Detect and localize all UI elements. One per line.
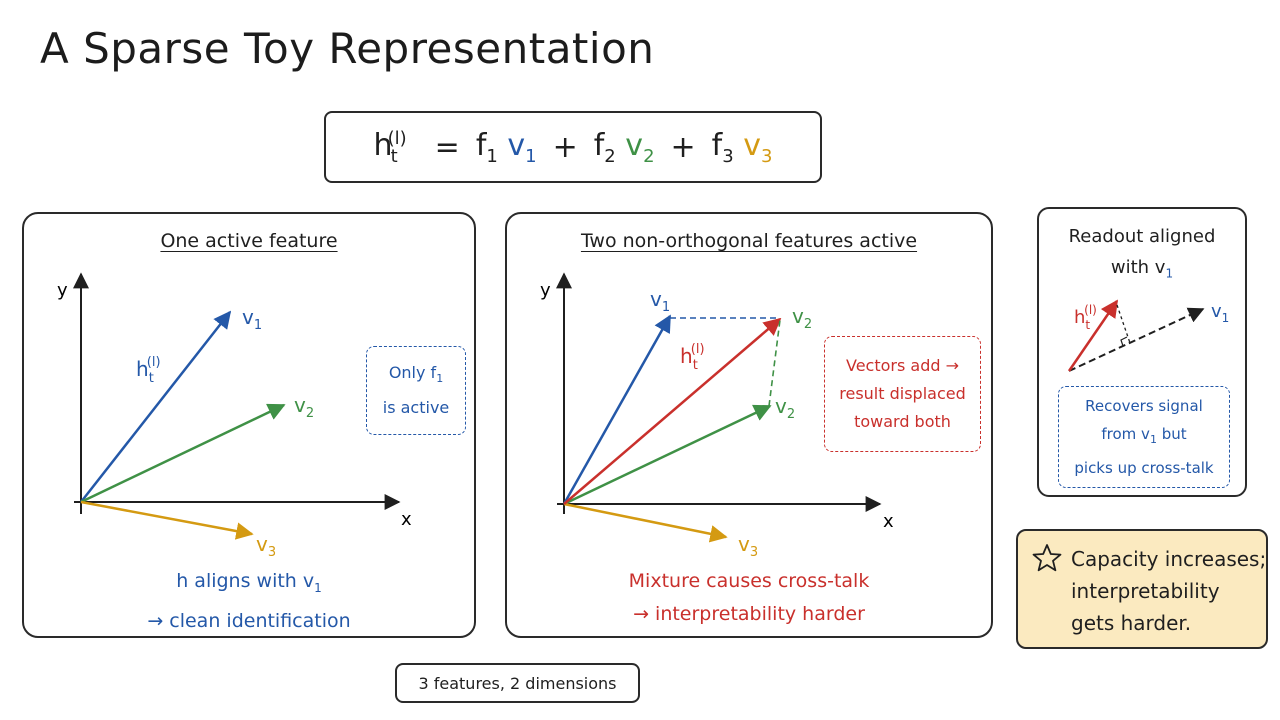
right-angle-mark: [1120, 336, 1128, 347]
label-v2: v2: [294, 393, 314, 421]
panel-one-note: Only f1 is active: [366, 346, 466, 435]
panel-one-title: One active feature: [160, 230, 338, 252]
label-v2: v2: [775, 394, 795, 422]
footer-label: 3 features, 2 dimensions: [395, 663, 640, 703]
panel-two-note: Vectors add → result displaced toward bo…: [824, 336, 981, 452]
panel-one-caption-line1: h aligns with v1: [176, 570, 322, 595]
panel-readout-note-line2: from v1 but: [1101, 425, 1187, 446]
equation-box: ht(l) = f1 v1 + f2 v2 + f3 v3: [324, 111, 822, 183]
panel-readout-note: Recovers signal from v1 but picks up cro…: [1058, 386, 1230, 488]
x-axis-label: x: [401, 509, 412, 530]
vector-v2: [80, 403, 286, 504]
vector-v1: [80, 310, 232, 503]
panel-one-diagram: y x v1 v2 v3 ht(l): [57, 272, 412, 560]
panel-one-note-line1: Only f1: [388, 363, 444, 386]
label-v1: v1: [1211, 301, 1229, 325]
panel-one-caption-line2: → clean identification: [147, 609, 351, 632]
equation-plus-2: +: [670, 129, 696, 165]
panel-readout-title-line2: with v1: [1110, 257, 1174, 281]
y-axis-label: y: [540, 280, 551, 301]
vector-v3: [563, 502, 728, 543]
panel-two-note-line3: toward both: [854, 412, 951, 431]
panel-two-caption: Mixture causes cross-talk → interpretabi…: [507, 565, 991, 631]
takeaway-callout: Capacity increases; interpretability get…: [1016, 529, 1268, 649]
label-v3: v3: [738, 532, 758, 560]
vector-v1: [562, 314, 672, 505]
vector-h: [1067, 299, 1119, 372]
equation-term-3: f3 v3: [711, 127, 773, 167]
label-v2-top: v2: [792, 304, 812, 332]
panel-two-title: Two non-orthogonal features active: [580, 230, 918, 252]
equation-equals: =: [434, 129, 460, 165]
panel-two-diagram: y x v1 v2 v2 v3 ht(l): [540, 272, 894, 560]
y-axis-label: y: [57, 280, 68, 301]
panel-readout-diagram: v1 ht(l): [1067, 299, 1229, 372]
equation-lhs: ht(l): [373, 127, 407, 167]
star-icon: [1032, 544, 1062, 572]
equation-plus-1: +: [552, 129, 578, 165]
panel-two-caption-line2: → interpretability harder: [633, 603, 865, 625]
takeaway-line1: Capacity increases;: [1071, 547, 1267, 571]
projection-line: [1116, 304, 1131, 344]
x-axis-label: x: [883, 511, 894, 532]
panel-readout-note-line1: Recovers signal: [1085, 397, 1203, 415]
panel-two-active-features: Two non-orthogonal features active y x v…: [505, 212, 993, 638]
panel-readout: Readout aligned with v1 v1 ht(l) Recover…: [1037, 207, 1247, 497]
panel-one-active-feature: One active feature y x v1 v2 v3 ht(l) On…: [22, 212, 476, 638]
label-h: ht(l): [136, 355, 161, 386]
takeaway-line2: interpretability: [1071, 579, 1220, 603]
label-v1: v1: [242, 305, 262, 333]
equation-term-1: f1 v1: [475, 127, 537, 167]
readout-direction-v1: [1068, 307, 1205, 372]
panel-two-note-line2: result displaced: [839, 384, 966, 403]
equation-term-2: f2 v2: [593, 127, 655, 167]
vector-h-sum: [563, 317, 782, 505]
vector-v3: [80, 500, 254, 540]
panel-two-note-line1: Vectors add →: [845, 356, 959, 375]
panel-readout-title-line1: Readout aligned: [1068, 226, 1216, 247]
label-h: ht(l): [680, 342, 705, 373]
label-v3: v3: [256, 532, 276, 560]
parallelogram-side: [768, 319, 781, 407]
panel-two-caption-line1: Mixture causes cross-talk: [628, 570, 870, 592]
panel-readout-title: Readout aligned with v1: [1039, 221, 1245, 290]
takeaway-text: Capacity increases; interpretability get…: [1071, 543, 1267, 639]
panel-one-caption: h aligns with v1 → clean identification: [24, 565, 474, 638]
panel-readout-note-line3: picks up cross-talk: [1074, 459, 1214, 477]
page-title: A Sparse Toy Representation: [40, 24, 655, 73]
vector-v2: [563, 404, 772, 506]
label-h: ht(l): [1074, 303, 1097, 332]
label-v1: v1: [650, 287, 670, 315]
panel-one-note-line2: is active: [382, 397, 450, 417]
takeaway-line3: gets harder.: [1071, 611, 1192, 635]
